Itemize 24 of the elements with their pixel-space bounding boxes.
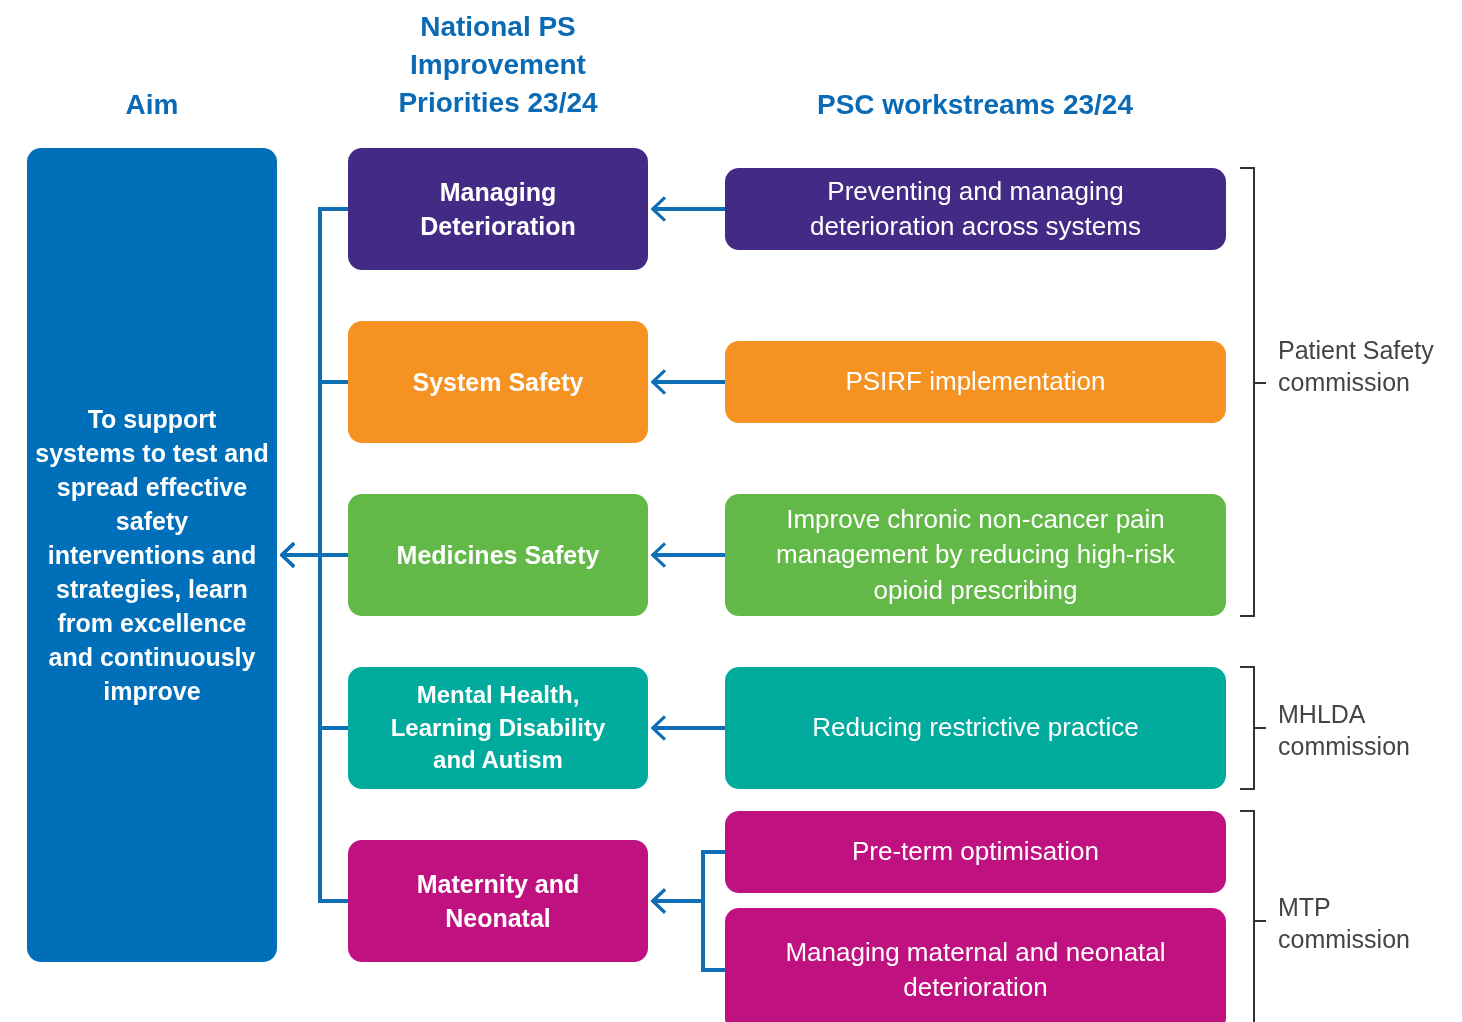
arrow — [651, 714, 725, 742]
column-heading: PSC workstreams 23/24 — [816, 88, 1134, 122]
workstream-box: Pre-term optimisation — [725, 811, 1226, 893]
priority-box: Mental Health, Learning Disability and Autism — [348, 667, 648, 789]
workstream-box: Preventing and managing deterioration across systems — [725, 168, 1226, 250]
commission-label: MTP commission — [1278, 892, 1411, 955]
commission-label: Patient Safety commission — [1278, 335, 1435, 398]
workstream-box: Reducing restrictive practice — [725, 667, 1226, 789]
workstream-box: PSIRF implementation — [725, 341, 1226, 423]
priority-box: System Safety — [348, 321, 648, 443]
column-heading: Aim — [124, 88, 180, 122]
arrow — [651, 541, 725, 569]
aim-box: To support systems to test and spread effective safety interventions and strategies, learn from excellence and continuously improve — [27, 148, 277, 962]
workstream-box: Managing maternal and neonatal deterioration — [725, 908, 1226, 1022]
column-heading: National PS Improvement Priorities 23/24 — [397, 10, 599, 120]
arrow — [280, 541, 348, 903]
priority-box: Managing Deterioration — [348, 148, 648, 270]
arrow — [651, 195, 725, 223]
commission-label: MHLDA commission — [1278, 699, 1411, 762]
arrow — [651, 887, 725, 972]
workstream-box: Improve chronic non-cancer pain management by reducing high-risk opioid prescribing — [725, 494, 1226, 616]
priority-box: Maternity and Neonatal — [348, 840, 648, 962]
priority-box: Medicines Safety — [348, 494, 648, 616]
arrow — [651, 368, 725, 396]
